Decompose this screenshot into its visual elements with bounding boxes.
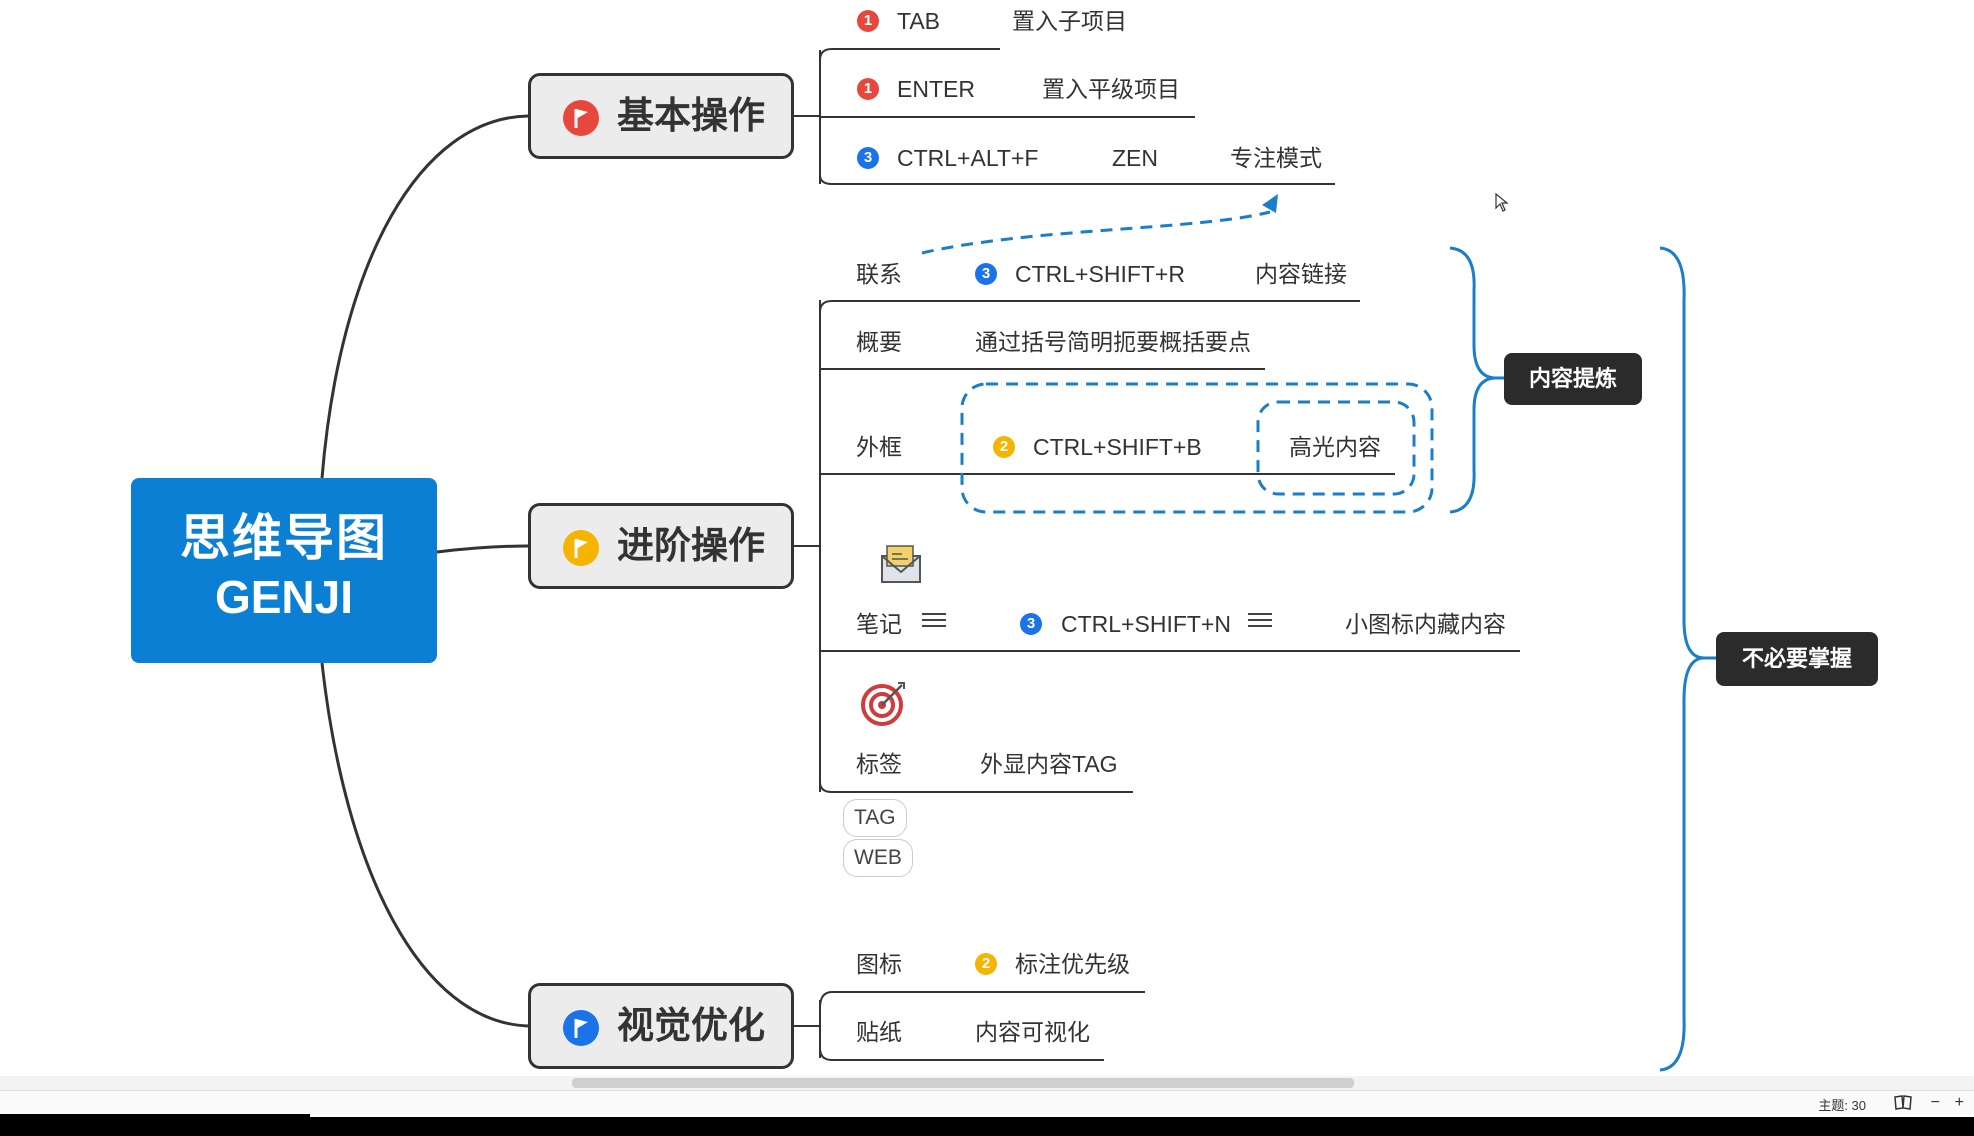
subtopic-desc[interactable]: 置入子项目 xyxy=(1012,8,1127,34)
mouse-cursor-icon xyxy=(1495,192,1509,218)
status-bar: 主题: 30 − + xyxy=(0,1090,1974,1115)
boundary-label[interactable]: 外框 xyxy=(856,434,902,460)
icon-item-desc[interactable]: 标注优先级 xyxy=(1015,951,1130,977)
priority-1-badge: 1 xyxy=(857,78,879,100)
summary-content-refine[interactable]: 内容提炼 xyxy=(1504,353,1642,405)
priority-3-badge: 3 xyxy=(975,263,997,285)
subtopic-key[interactable]: ENTER xyxy=(897,76,975,102)
horizontal-scrollbar[interactable] xyxy=(572,1078,1354,1088)
red-flag-icon xyxy=(563,100,599,136)
root-topic[interactable]: 思维导图 GENJI xyxy=(131,478,437,663)
priority-3-badge: 3 xyxy=(857,147,879,169)
sticker-item-desc[interactable]: 内容可视化 xyxy=(975,1019,1090,1045)
note-label[interactable]: 笔记 xyxy=(856,611,902,637)
main-topic-basic[interactable]: 基本操作 xyxy=(528,73,794,159)
bottom-black-bar xyxy=(0,1114,1974,1136)
summary-not-necessary[interactable]: 不必要掌握 xyxy=(1716,632,1878,686)
tag-label[interactable]: 标签 xyxy=(856,751,902,777)
zoom-out-button[interactable]: − xyxy=(1930,1094,1940,1111)
tag-desc[interactable]: 外显内容TAG xyxy=(980,751,1118,777)
relation-key[interactable]: CTRL+SHIFT+R xyxy=(1015,261,1185,287)
target-icon xyxy=(860,679,908,732)
main-topic-advanced[interactable]: 进阶操作 xyxy=(528,503,794,589)
relation-desc[interactable]: 内容链接 xyxy=(1255,261,1347,287)
root-title-line1: 思维导图 xyxy=(180,510,388,566)
topic-count: 主题: 30 xyxy=(1818,1098,1866,1113)
tag-pill[interactable]: TAG xyxy=(843,799,907,837)
subtopic-desc[interactable]: 专注模式 xyxy=(1230,145,1322,171)
main-topic-label: 视觉优化 xyxy=(617,1005,765,1046)
subtopic-key[interactable]: CTRL+ALT+F xyxy=(897,145,1039,171)
envelope-icon xyxy=(880,542,924,589)
blue-flag-icon xyxy=(563,1010,599,1046)
yellow-flag-icon xyxy=(563,530,599,566)
boundary-desc[interactable]: 高光内容 xyxy=(1289,434,1381,460)
priority-3-badge: 3 xyxy=(1020,613,1042,635)
relation-label[interactable]: 联系 xyxy=(856,261,902,287)
sticker-item-label[interactable]: 贴纸 xyxy=(856,1019,902,1045)
root-title-line2: GENJI xyxy=(214,571,354,623)
notes-lines-icon[interactable] xyxy=(1248,609,1272,631)
main-topic-label: 基本操作 xyxy=(617,95,765,136)
summary-label[interactable]: 概要 xyxy=(856,329,902,355)
icon-item-label[interactable]: 图标 xyxy=(856,951,902,977)
boundary-key[interactable]: CTRL+SHIFT+B xyxy=(1033,434,1202,460)
subtopic-key[interactable]: TAB xyxy=(897,8,941,34)
zoom-in-button[interactable]: + xyxy=(1954,1094,1964,1111)
priority-1-badge: 1 xyxy=(857,10,879,32)
subtopic-desc[interactable]: 置入平级项目 xyxy=(1042,76,1180,102)
priority-2-badge: 2 xyxy=(993,436,1015,458)
bottom-strip xyxy=(310,1114,1974,1117)
subtopic-mid[interactable]: ZEN xyxy=(1112,145,1158,171)
summary-desc[interactable]: 通过括号简明扼要概括要点 xyxy=(975,329,1251,355)
main-topic-visual[interactable]: 视觉优化 xyxy=(528,983,794,1069)
book-icon[interactable] xyxy=(1894,1094,1912,1115)
connector-lines xyxy=(320,48,1716,1072)
main-topic-label: 进阶操作 xyxy=(617,525,765,566)
priority-2-badge: 2 xyxy=(975,953,997,975)
note-desc[interactable]: 小图标内藏内容 xyxy=(1345,611,1506,637)
mind-map-canvas[interactable]: 思维导图 GENJI 基本操作 进阶操作 视觉优化 1 TAB 置入子项目 1 … xyxy=(0,0,1974,1080)
tag-pill[interactable]: WEB xyxy=(843,839,913,877)
notes-lines-icon[interactable] xyxy=(922,609,946,631)
note-key[interactable]: CTRL+SHIFT+N xyxy=(1061,611,1231,637)
